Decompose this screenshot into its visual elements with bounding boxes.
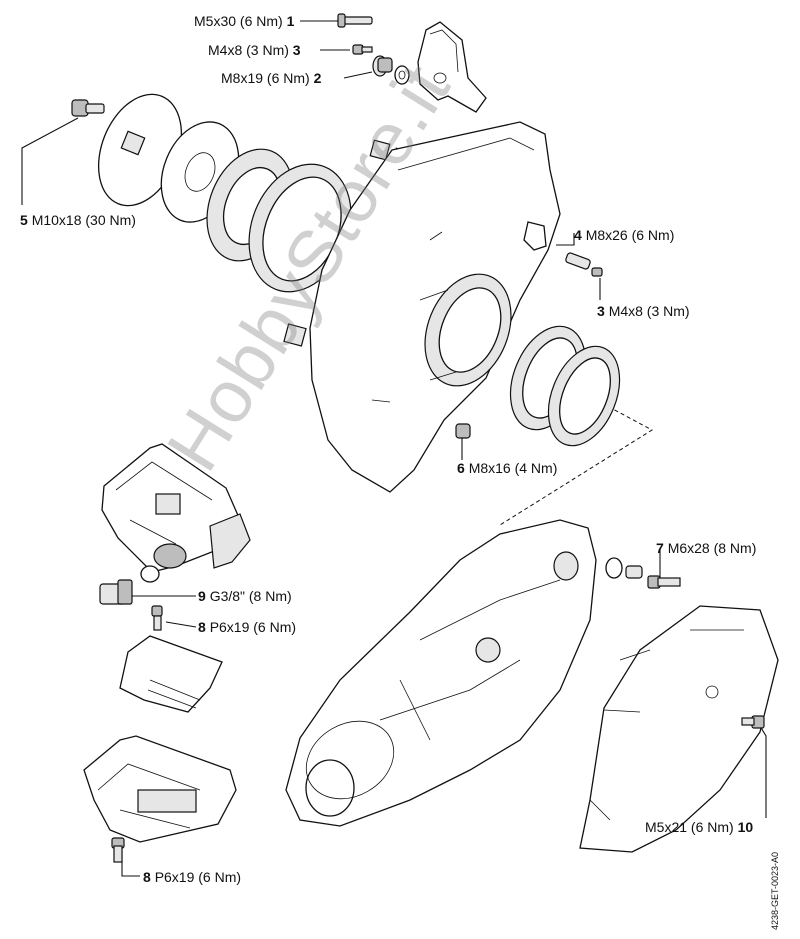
callout-10: M5x21 (6 Nm) 10 bbox=[645, 819, 753, 835]
callout-4: 4 M8x26 (6 Nm) bbox=[574, 227, 674, 243]
bolt-7 bbox=[605, 557, 681, 589]
callout-9: 9 G3/8" (8 Nm) bbox=[198, 588, 292, 604]
callout-spec: M4x8 (3 Nm) bbox=[208, 42, 289, 58]
bolt-2 bbox=[372, 55, 410, 85]
callout-spec: M8x16 (4 Nm) bbox=[468, 460, 558, 476]
callout-spec: P6x19 (6 Nm) bbox=[209, 619, 297, 635]
screw-8-upper bbox=[151, 605, 163, 631]
housing-base bbox=[83, 735, 237, 843]
callout-number: 9 bbox=[198, 588, 206, 604]
bolt-4 bbox=[523, 221, 603, 277]
callout-7: 7 M6x28 (8 Nm) bbox=[656, 540, 756, 556]
callout-number: 10 bbox=[737, 819, 754, 835]
callout-6: 6 M8x16 (4 Nm) bbox=[457, 460, 557, 476]
screw-8-lower bbox=[111, 837, 125, 863]
rings-right bbox=[509, 325, 621, 447]
flange-assembly bbox=[97, 93, 352, 293]
callout-spec: M5x21 (6 Nm) bbox=[645, 819, 734, 835]
callout-spec: M8x19 (6 Nm) bbox=[221, 70, 310, 86]
bolt-10 bbox=[741, 715, 765, 729]
leader-lines bbox=[21, 20, 767, 877]
callout-8-upper: 8 P6x19 (6 Nm) bbox=[198, 619, 296, 635]
callout-1: M5x30 (6 Nm) 1 bbox=[194, 13, 294, 29]
callout-spec: M5x30 (6 Nm) bbox=[194, 13, 283, 29]
callout-number: 3 bbox=[597, 303, 605, 319]
callout-spec: M6x28 (8 Nm) bbox=[667, 540, 757, 556]
upper-bracket bbox=[417, 21, 487, 113]
callout-number: 4 bbox=[574, 227, 582, 243]
callout-3-right: 3 M4x8 (3 Nm) bbox=[597, 303, 690, 319]
callout-number: 2 bbox=[313, 70, 322, 86]
screw-3-top bbox=[352, 44, 373, 55]
callout-number: 1 bbox=[286, 13, 295, 29]
callout-2: M8x19 (6 Nm) 2 bbox=[221, 70, 321, 86]
bolt-5 bbox=[71, 99, 105, 117]
callout-number: 8 bbox=[198, 619, 206, 635]
electronic-module bbox=[119, 635, 223, 713]
belt-cover bbox=[579, 605, 779, 853]
document-id: 4238-GET-0023-A0 bbox=[770, 851, 780, 930]
callout-number: 6 bbox=[457, 460, 465, 476]
callout-3-top: M4x8 (3 Nm) 3 bbox=[208, 42, 301, 58]
callout-5: 5 M10x18 (30 Nm) bbox=[20, 212, 136, 228]
nut-6 bbox=[455, 423, 471, 439]
callout-number: 8 bbox=[143, 869, 151, 885]
callout-8-lower: 8 P6x19 (6 Nm) bbox=[143, 869, 241, 885]
alignment-dashed-line bbox=[499, 399, 653, 526]
callout-number: 7 bbox=[656, 540, 664, 556]
callout-number: 5 bbox=[20, 212, 28, 228]
callout-spec: P6x19 (6 Nm) bbox=[154, 869, 242, 885]
callout-spec: G3/8" (8 Nm) bbox=[209, 588, 292, 604]
screw-1 bbox=[337, 13, 373, 28]
fitting-9 bbox=[99, 579, 133, 605]
callout-spec: M8x26 (6 Nm) bbox=[585, 227, 675, 243]
callout-spec: M10x18 (30 Nm) bbox=[31, 212, 136, 228]
main-housing bbox=[285, 519, 597, 827]
callout-number: 3 bbox=[292, 42, 301, 58]
callout-spec: M4x8 (3 Nm) bbox=[608, 303, 690, 319]
